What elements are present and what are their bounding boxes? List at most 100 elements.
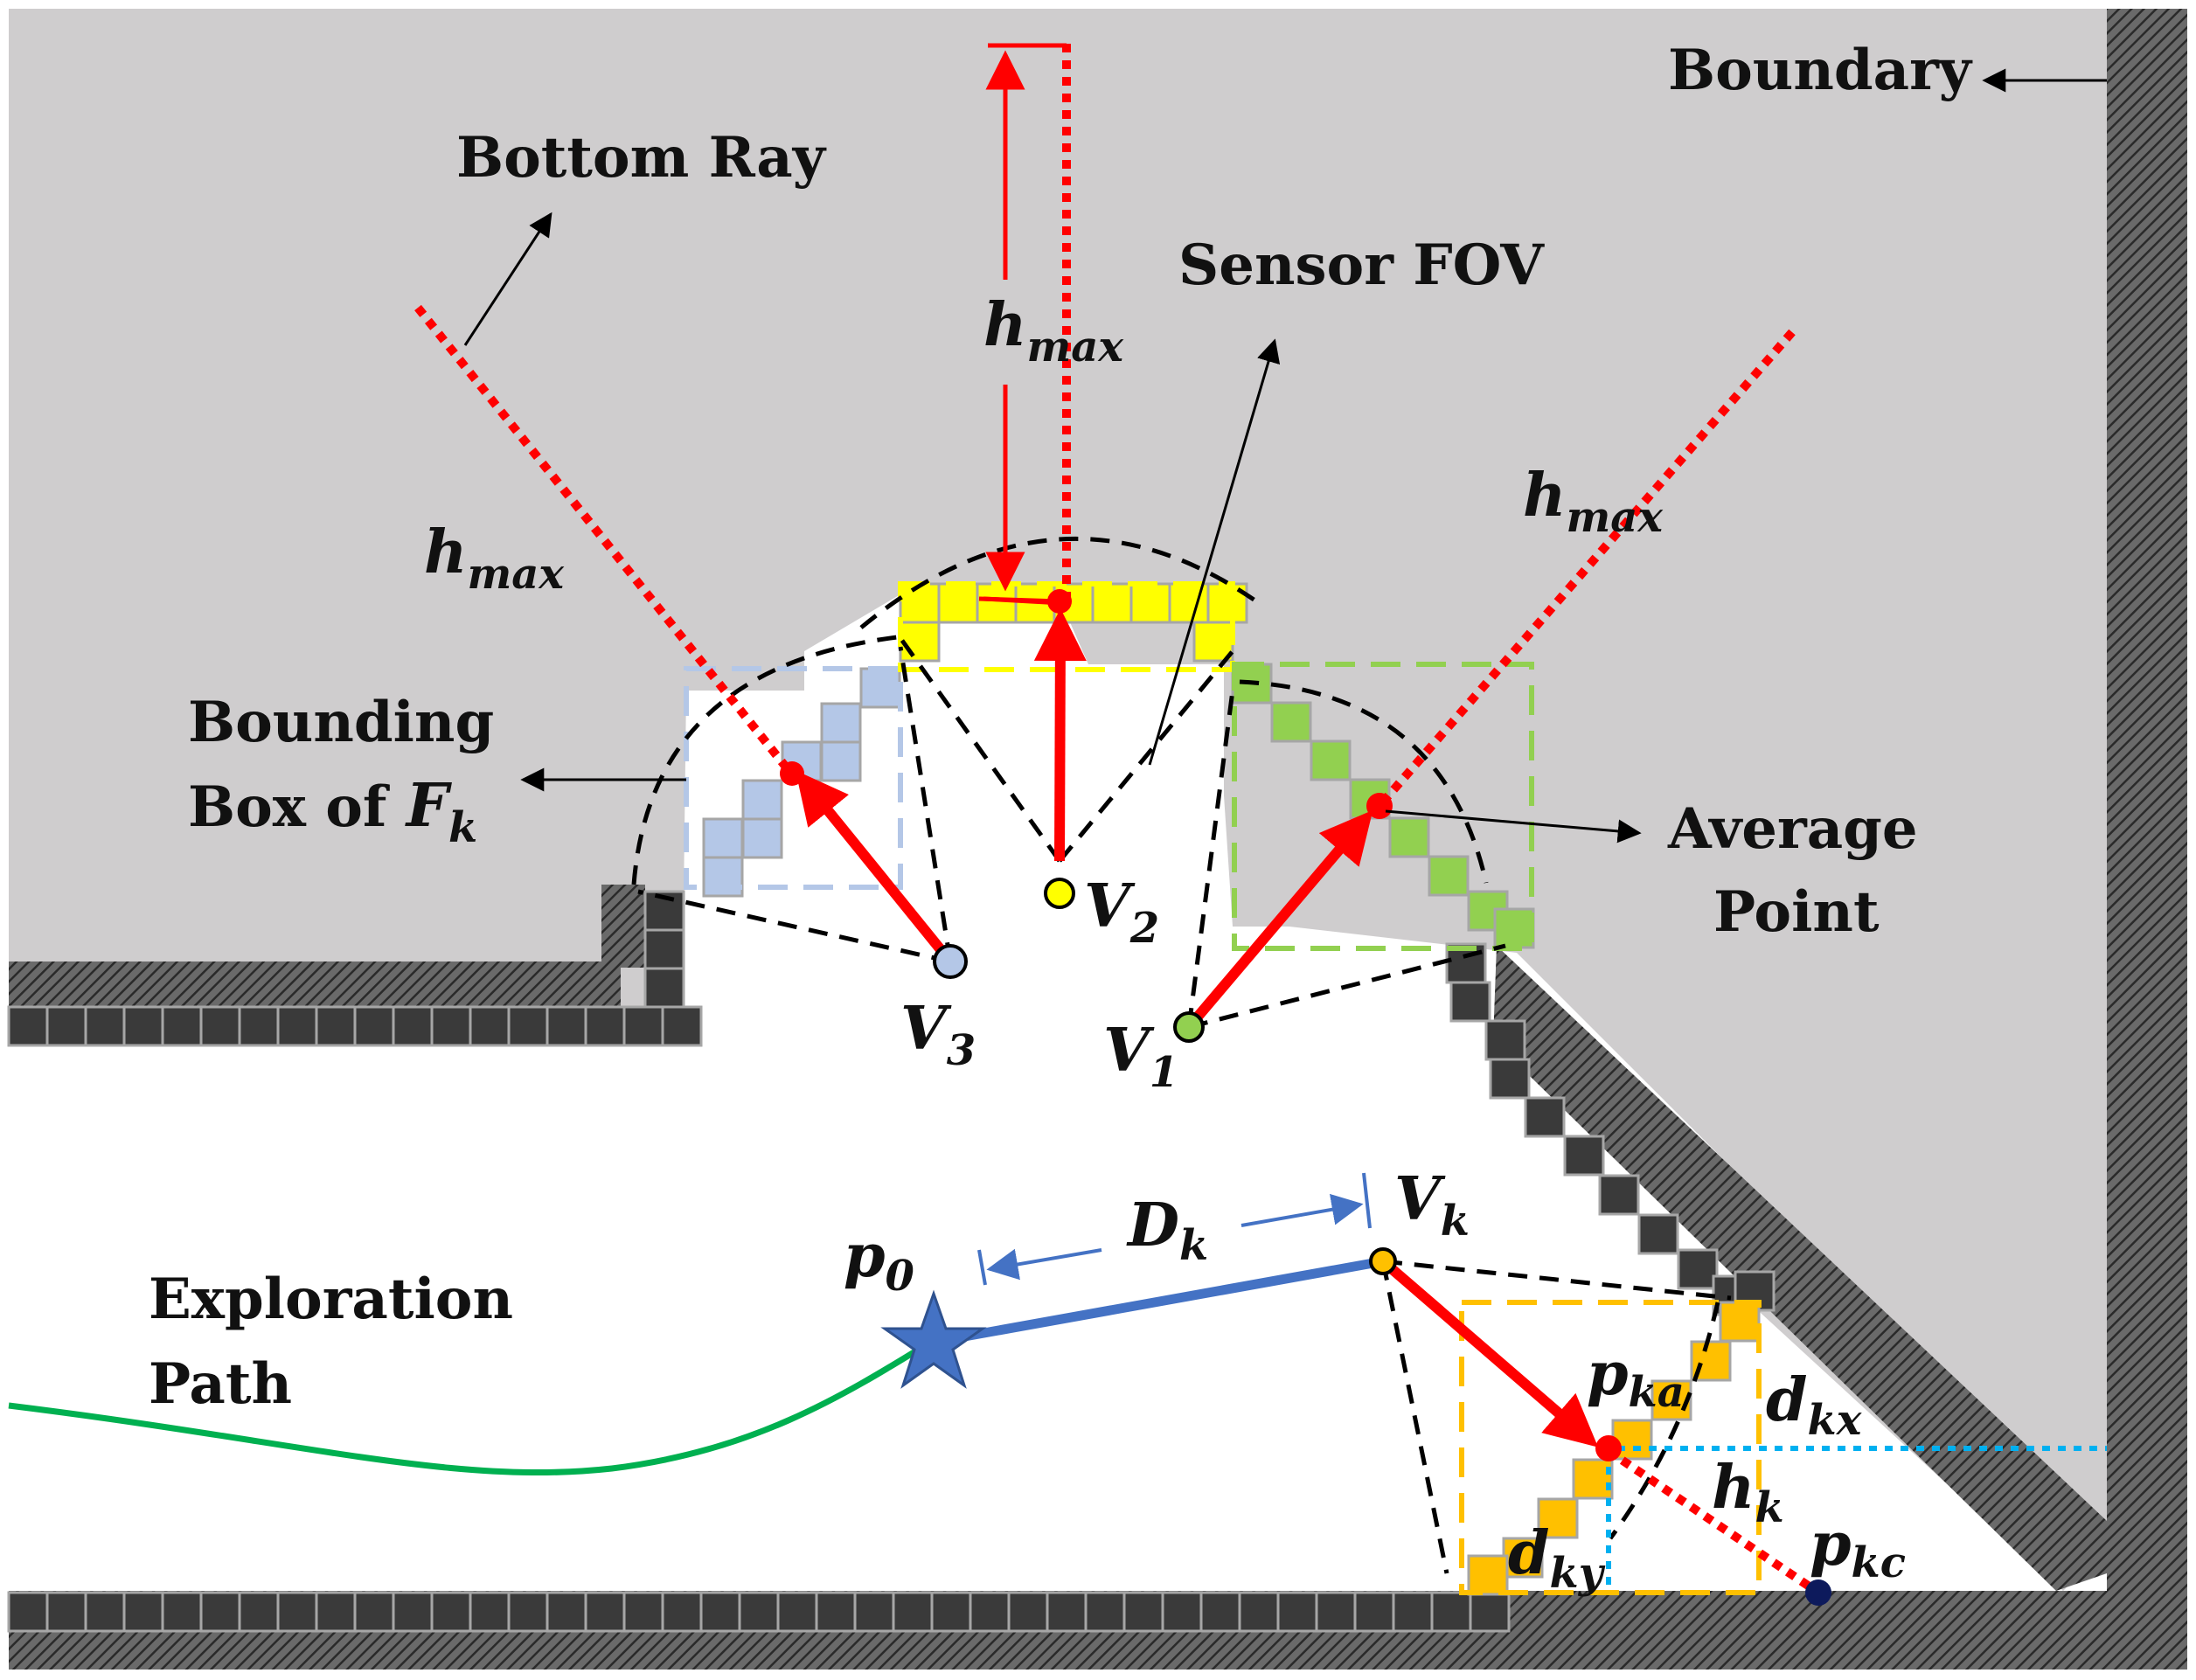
fov-ray-v3-left bbox=[637, 889, 951, 964]
viewpoint-vk bbox=[1369, 1247, 1397, 1275]
wall-cell bbox=[1449, 981, 1491, 1023]
hmax-label-left: hmax bbox=[424, 517, 565, 599]
viewpoint-v2 bbox=[1044, 878, 1075, 909]
dk-arrow-right bbox=[1240, 1193, 1364, 1227]
frontier-cell-blue bbox=[741, 779, 783, 821]
wall-cell bbox=[738, 1591, 780, 1633]
wall-cell bbox=[1484, 1019, 1526, 1061]
pointer-sensor-fov bbox=[1148, 338, 1281, 766]
wall-cell bbox=[507, 1591, 549, 1633]
ledge-left-hatch bbox=[9, 961, 621, 1007]
bottom-ray-label: Bottom Ray bbox=[456, 125, 827, 191]
v2-label: V2 bbox=[1084, 871, 1159, 953]
wall-cell bbox=[1122, 1591, 1164, 1633]
dky-label: dky bbox=[1508, 1518, 1606, 1598]
wall-cell bbox=[1392, 1591, 1434, 1633]
frontier-cell-blue bbox=[741, 817, 783, 859]
wall-cell bbox=[238, 1591, 280, 1633]
frontier-cell-yellow bbox=[976, 582, 1018, 624]
viewpoint-v3 bbox=[933, 944, 968, 979]
boundary-wall-right bbox=[2107, 9, 2187, 1670]
wall-cell bbox=[1315, 1591, 1357, 1633]
boundary-label: Boundary bbox=[1668, 38, 1973, 103]
pointer-bottom-ray bbox=[463, 212, 552, 346]
wall-cell bbox=[622, 1591, 664, 1633]
wall-cell bbox=[315, 1005, 357, 1047]
wall-cell bbox=[584, 1005, 626, 1047]
frontier-cell-orange bbox=[1650, 1379, 1692, 1421]
wall-cell bbox=[122, 1005, 164, 1047]
wall-cell bbox=[1469, 1591, 1511, 1633]
wall-cell bbox=[584, 1591, 626, 1633]
exploration-path-label-line1: Exploration bbox=[149, 1267, 513, 1332]
wall-cell bbox=[276, 1005, 318, 1047]
average-point-k bbox=[1595, 1435, 1622, 1461]
wall-cell bbox=[1430, 1591, 1472, 1633]
average-point-stub bbox=[978, 596, 1060, 604]
wall-cell bbox=[546, 1005, 587, 1047]
wall-cell bbox=[7, 1591, 49, 1633]
annotation-pointers bbox=[463, 68, 2107, 843]
free-space-left bbox=[9, 1040, 682, 1591]
wall-cell bbox=[546, 1591, 587, 1633]
frontier-cell-green bbox=[1270, 701, 1312, 743]
frontier-cell-yellow bbox=[899, 621, 941, 663]
wall-cell bbox=[161, 1591, 203, 1633]
wall-cell bbox=[122, 1591, 164, 1633]
wall-cell bbox=[776, 1591, 818, 1633]
average-point-v2 bbox=[1047, 589, 1072, 614]
frontier-cell-orange bbox=[1467, 1554, 1509, 1596]
start-point-star bbox=[880, 1289, 987, 1389]
sensor-fov-arcs bbox=[631, 536, 1732, 1574]
wall-cell bbox=[430, 1005, 472, 1047]
wall-cell bbox=[1489, 1058, 1531, 1100]
average-point-label-line2: Point bbox=[1713, 879, 1880, 945]
wall-cell bbox=[161, 1005, 203, 1047]
dkx-label: dkx bbox=[1766, 1365, 1863, 1445]
dk-segment bbox=[935, 1256, 1384, 1347]
dk-label: Dk bbox=[1126, 1191, 1208, 1270]
bottom-ray-right bbox=[1376, 329, 1796, 809]
wall-cell bbox=[45, 1591, 87, 1633]
wall-cell bbox=[930, 1591, 972, 1633]
wall-cell bbox=[353, 1005, 395, 1047]
wall-cell bbox=[353, 1591, 395, 1633]
wall-cell bbox=[238, 1005, 280, 1047]
wall-cell bbox=[1276, 1591, 1318, 1633]
wall-cell bbox=[892, 1591, 934, 1633]
frontier-cell-blue bbox=[702, 817, 744, 859]
frontier-cell-green bbox=[1428, 855, 1470, 897]
fov-ray-v1-left bbox=[1186, 690, 1235, 1028]
wall-cell bbox=[199, 1591, 241, 1633]
wall-cell bbox=[853, 1591, 895, 1633]
wall-cell bbox=[1563, 1135, 1605, 1177]
hmax-label-top: hmax bbox=[983, 290, 1124, 371]
fov-ray-v3-right bbox=[898, 646, 953, 962]
bounding-box-orange bbox=[1459, 1300, 1762, 1595]
v3-label: V3 bbox=[900, 994, 976, 1075]
frontier-cell-yellow bbox=[899, 582, 941, 624]
fov-ray-v2-left bbox=[898, 636, 1062, 863]
wall-cell bbox=[469, 1005, 511, 1047]
frontier-cell-orange bbox=[1719, 1301, 1761, 1343]
occupied-cells bbox=[7, 890, 1776, 1633]
wall-cell bbox=[1007, 1591, 1049, 1633]
wall-cell bbox=[969, 1591, 1011, 1633]
average-point-v1 bbox=[1366, 793, 1393, 819]
wall-cell bbox=[1677, 1248, 1719, 1290]
wall-cell bbox=[815, 1591, 857, 1633]
bounding-box-label-line2: Box of Fk bbox=[188, 771, 477, 852]
wall-cell bbox=[643, 928, 685, 970]
wall-cell bbox=[430, 1591, 472, 1633]
arrow-vk bbox=[1379, 1257, 1599, 1447]
pka-label: pka bbox=[1587, 1339, 1685, 1417]
wall-cell bbox=[315, 1591, 357, 1633]
sensor-fov-label: Sensor FOV bbox=[1178, 233, 1545, 298]
fov-arc-v3 bbox=[631, 634, 906, 885]
average-point-label-line1: Average bbox=[1667, 796, 1918, 862]
vk-label: Vk bbox=[1394, 1164, 1470, 1246]
wall-cell bbox=[643, 967, 685, 1009]
p0-label: p0 bbox=[844, 1221, 914, 1301]
fov-arc-vk bbox=[1608, 1302, 1720, 1540]
wall-cell bbox=[469, 1591, 511, 1633]
